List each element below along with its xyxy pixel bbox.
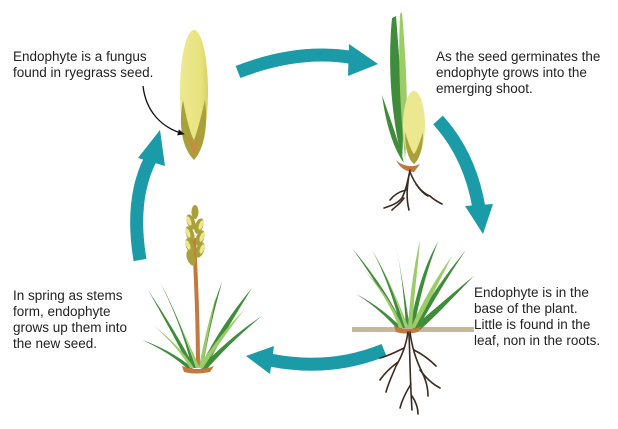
caption-line: In spring as stems	[13, 288, 127, 304]
caption-line: emerging shoot.	[436, 81, 600, 97]
caption-germination: As the seed germinates the endophyte gro…	[436, 49, 600, 97]
caption-spring-stems: In spring as stems form, endophyte grows…	[13, 288, 127, 352]
caption-line: As the seed germinates the	[436, 49, 600, 65]
caption-seed: Endophyte is a fungus found in ryegrass …	[13, 49, 153, 81]
arrow-germination-to-plant	[438, 120, 493, 234]
flowering-plant-illustration	[142, 205, 262, 374]
caption-line: form, endophyte	[13, 304, 127, 320]
caption-line: endophyte grows into the	[436, 65, 600, 81]
arrow-plant-to-spring	[246, 346, 384, 374]
pointer-arrow	[143, 86, 184, 134]
caption-line: Endophyte is in the	[474, 285, 600, 301]
caption-line: the new seed.	[13, 336, 127, 352]
caption-plant-base: Endophyte is in the base of the plant. L…	[474, 285, 600, 349]
caption-line: Endophyte is a fungus	[13, 49, 153, 65]
caption-line: grows up them into	[13, 320, 127, 336]
caption-line: found in ryegrass seed.	[13, 65, 153, 81]
arrow-spring-to-seed	[137, 130, 165, 260]
caption-line: base of the plant.	[474, 301, 600, 317]
established-plant-illustration	[352, 238, 474, 414]
caption-line: leaf, non in the roots.	[474, 333, 600, 349]
arrow-seed-to-germination	[238, 44, 378, 76]
germinating-seed-illustration	[382, 12, 442, 210]
caption-line: Little is found in the	[474, 317, 600, 333]
